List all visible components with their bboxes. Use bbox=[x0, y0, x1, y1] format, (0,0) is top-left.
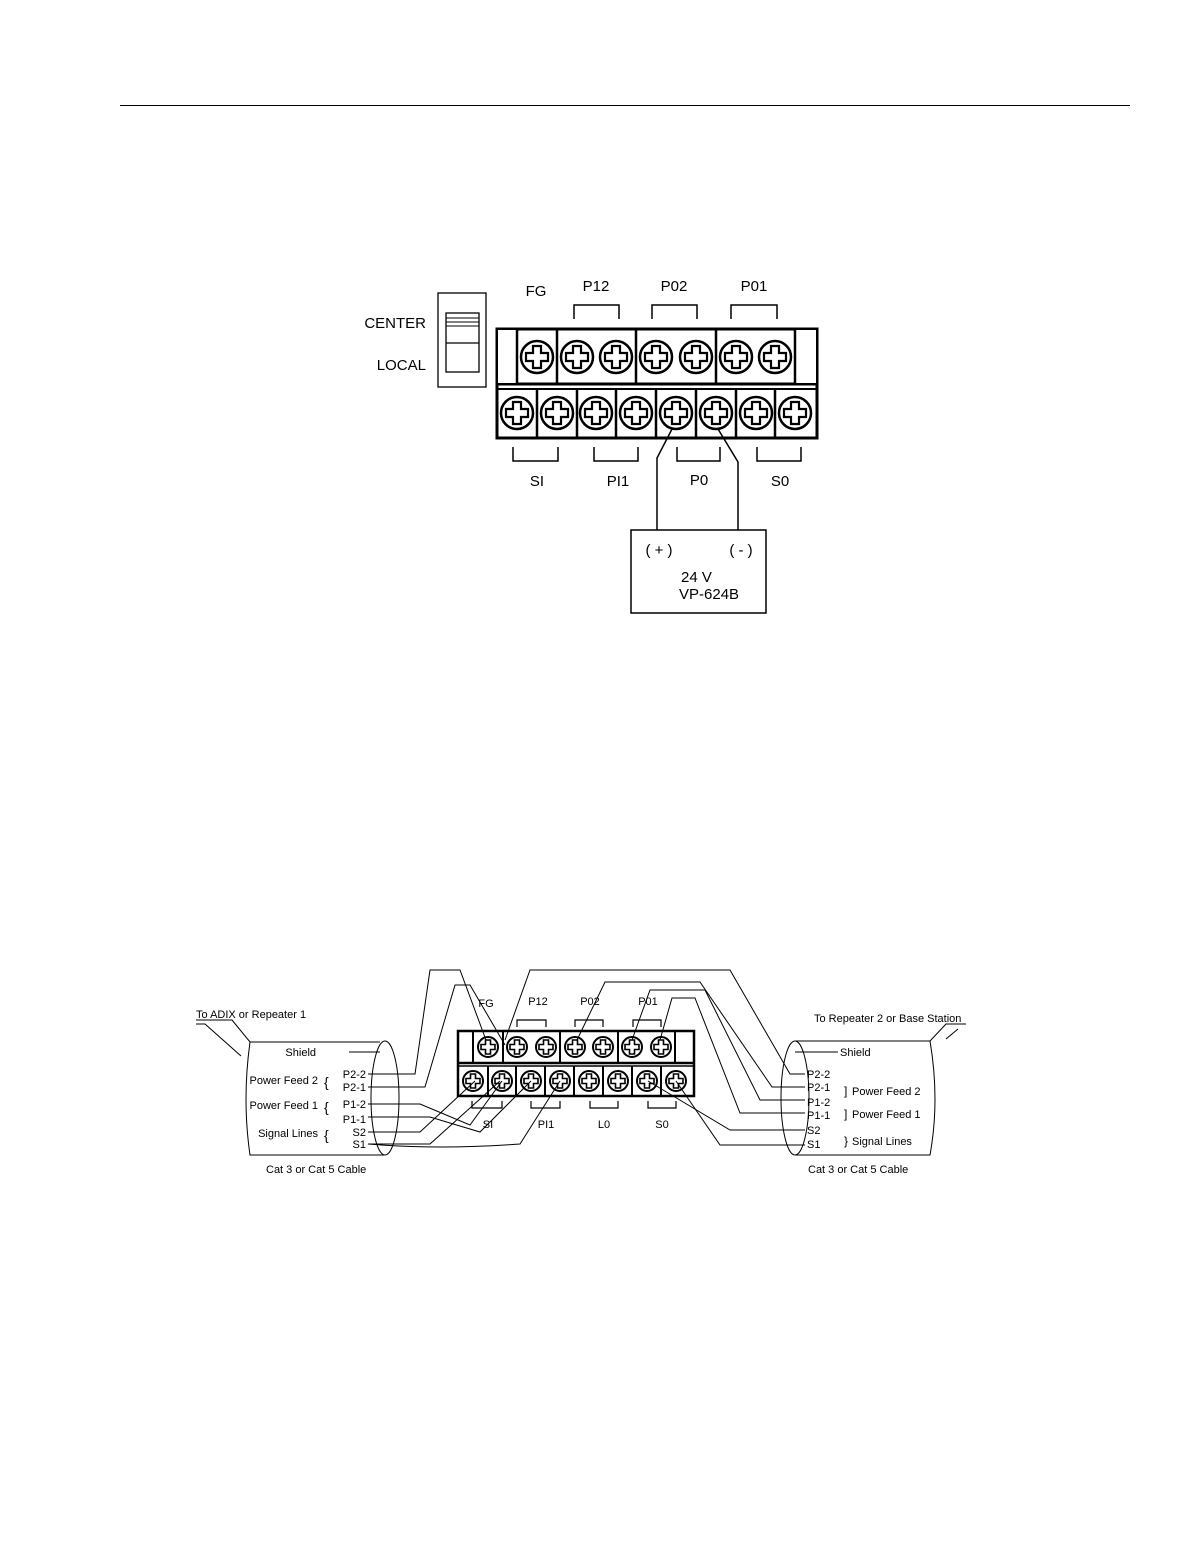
left-group-signal: Signal Lines bbox=[258, 1128, 318, 1140]
left-group-pf2: Power Feed 2 bbox=[250, 1075, 318, 1087]
terminal-diagram-1: CENTER LOCAL bbox=[364, 278, 819, 614]
right-wire-s2: S2 bbox=[807, 1125, 820, 1137]
right-wire-s1: S1 bbox=[807, 1139, 820, 1151]
right-wire-p2-2: P2-2 bbox=[807, 1069, 830, 1081]
left-cable-label: Cat 3 or Cat 5 Cable bbox=[266, 1164, 366, 1176]
supply-plus-label: ( + ) bbox=[645, 542, 672, 559]
terminal-diagram-2: To ADIX or Repeater 1 Shield Power Feed … bbox=[196, 969, 966, 1176]
right-group-pf2: Power Feed 2 bbox=[852, 1086, 920, 1098]
label-p12: P12 bbox=[583, 278, 610, 295]
label-fg: FG bbox=[526, 283, 547, 300]
cable-wires bbox=[349, 969, 838, 1148]
svg-text:}: } bbox=[844, 1134, 848, 1148]
label-p01: P01 bbox=[741, 278, 768, 295]
block2-label-p02: P02 bbox=[580, 996, 600, 1008]
right-title: To Repeater 2 or Base Station bbox=[814, 1013, 961, 1025]
right-cable-label: Cat 3 or Cat 5 Cable bbox=[808, 1164, 908, 1176]
svg-text:{: { bbox=[324, 1074, 329, 1090]
label-s0: S0 bbox=[771, 473, 789, 490]
mode-switch: CENTER LOCAL bbox=[364, 292, 487, 388]
svg-text:]: ] bbox=[844, 1084, 847, 1098]
supply-voltage: 24 V bbox=[681, 569, 712, 586]
switch-label-local: LOCAL bbox=[377, 357, 426, 374]
left-wire-p1-2: P1-2 bbox=[343, 1099, 366, 1111]
svg-text:{: { bbox=[324, 1127, 329, 1143]
left-group-pf1: Power Feed 1 bbox=[250, 1100, 318, 1112]
power-supply-box: ( + ) ( - ) 24 V VP-624B bbox=[630, 529, 767, 614]
label-pi1: PI1 bbox=[607, 473, 630, 490]
left-wire-p2-2: P2-2 bbox=[343, 1069, 366, 1081]
supply-wires bbox=[656, 428, 739, 530]
block2-label-p01: P01 bbox=[638, 996, 658, 1008]
right-wire-p2-1: P2-1 bbox=[807, 1082, 830, 1094]
block2-label-p12: P12 bbox=[528, 996, 548, 1008]
left-wire-s2: S2 bbox=[353, 1127, 366, 1139]
right-group-signal: Signal Lines bbox=[852, 1136, 912, 1148]
left-title: To ADIX or Repeater 1 bbox=[196, 1009, 306, 1021]
switch-label-center: CENTER bbox=[364, 315, 426, 332]
label-p0: P0 bbox=[690, 472, 708, 489]
header-rule bbox=[120, 105, 1130, 106]
right-wire-p1-1: P1-1 bbox=[807, 1110, 830, 1122]
left-cable bbox=[196, 1019, 400, 1156]
terminal-block-2 bbox=[456, 1029, 696, 1098]
right-cable bbox=[780, 1023, 966, 1156]
block2-label-l0: L0 bbox=[598, 1119, 610, 1131]
left-wire-s1: S1 bbox=[353, 1139, 366, 1151]
left-wire-p1-1: P1-1 bbox=[343, 1114, 366, 1126]
supply-model: VP-624B bbox=[679, 586, 739, 603]
right-wire-p1-2: P1-2 bbox=[807, 1097, 830, 1109]
right-group-pf1: Power Feed 1 bbox=[852, 1109, 920, 1121]
block2-label-s0: S0 bbox=[655, 1119, 668, 1131]
left-wire-p2-1: P2-1 bbox=[343, 1082, 366, 1094]
right-shield: Shield bbox=[840, 1047, 871, 1059]
terminal-block-1 bbox=[495, 327, 819, 440]
svg-text:]: ] bbox=[844, 1107, 847, 1121]
block2-label-pi1: PI1 bbox=[538, 1119, 555, 1131]
left-shield: Shield bbox=[285, 1047, 316, 1059]
svg-text:{: { bbox=[324, 1099, 329, 1115]
supply-minus-label: ( - ) bbox=[729, 542, 752, 559]
label-si: SI bbox=[530, 473, 544, 490]
block2-label-si: SI bbox=[483, 1119, 493, 1131]
label-p02: P02 bbox=[661, 278, 688, 295]
block2-label-fg: FG bbox=[478, 998, 493, 1010]
